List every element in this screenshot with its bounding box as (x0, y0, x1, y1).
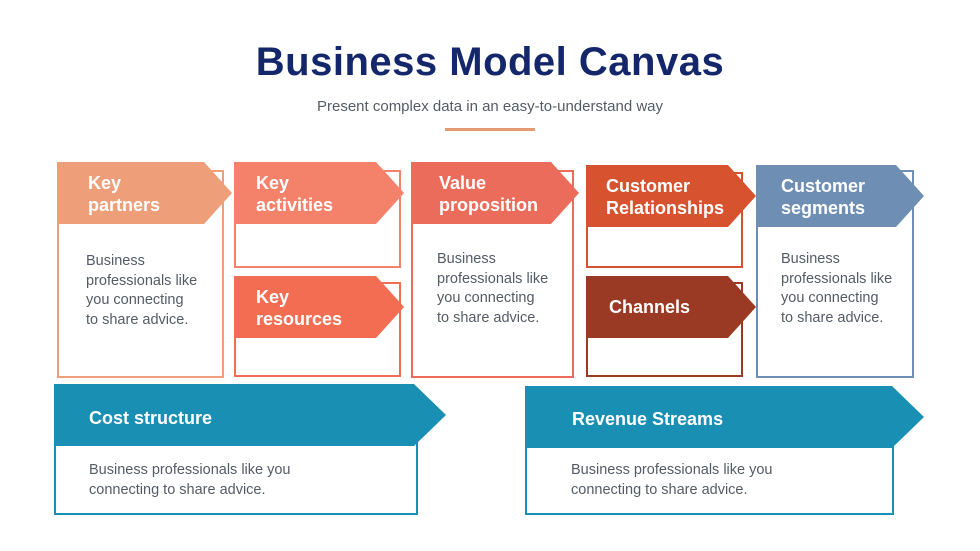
key-activities-arrow (234, 162, 404, 224)
page-title: Business Model Canvas (255, 40, 725, 84)
revenue-streams-label: Revenue Streams (572, 409, 724, 429)
customer-relationships-label: Customer Relationships (606, 176, 725, 218)
key-resources-arrow (234, 276, 404, 338)
customer-segments-label: Customer segments (781, 176, 866, 218)
title-divider (445, 128, 535, 131)
key-activities-label: Key activities (256, 173, 334, 215)
key-partners-label: Key partners (88, 173, 161, 215)
key-partners-text: Business professionals like you connecti… (86, 253, 198, 328)
page-subtitle: Present complex data in an easy-to-under… (316, 98, 664, 115)
channels-arrow (586, 276, 756, 338)
key-resources-label: Key resources (256, 287, 343, 329)
revenue-streams-arrow (525, 386, 924, 448)
customer-relationships-arrow (586, 165, 756, 227)
channels-label: Channels (609, 297, 691, 317)
value-proposition-arrow (411, 162, 579, 224)
cost-structure-text: Business professionals like you connecti… (89, 462, 291, 498)
key-partners-arrow (57, 162, 232, 224)
value-proposition-label: Value proposition (439, 173, 538, 215)
cost-structure-label: Cost structure (89, 408, 213, 428)
cost-structure-arrow (54, 384, 446, 446)
revenue-streams-text: Business professionals like you connecti… (571, 462, 773, 498)
customer-segments-text: Business professionals like you connecti… (781, 251, 893, 326)
value-proposition-text: Business professionals like you connecti… (437, 251, 549, 326)
customer-segments-arrow (756, 165, 924, 227)
